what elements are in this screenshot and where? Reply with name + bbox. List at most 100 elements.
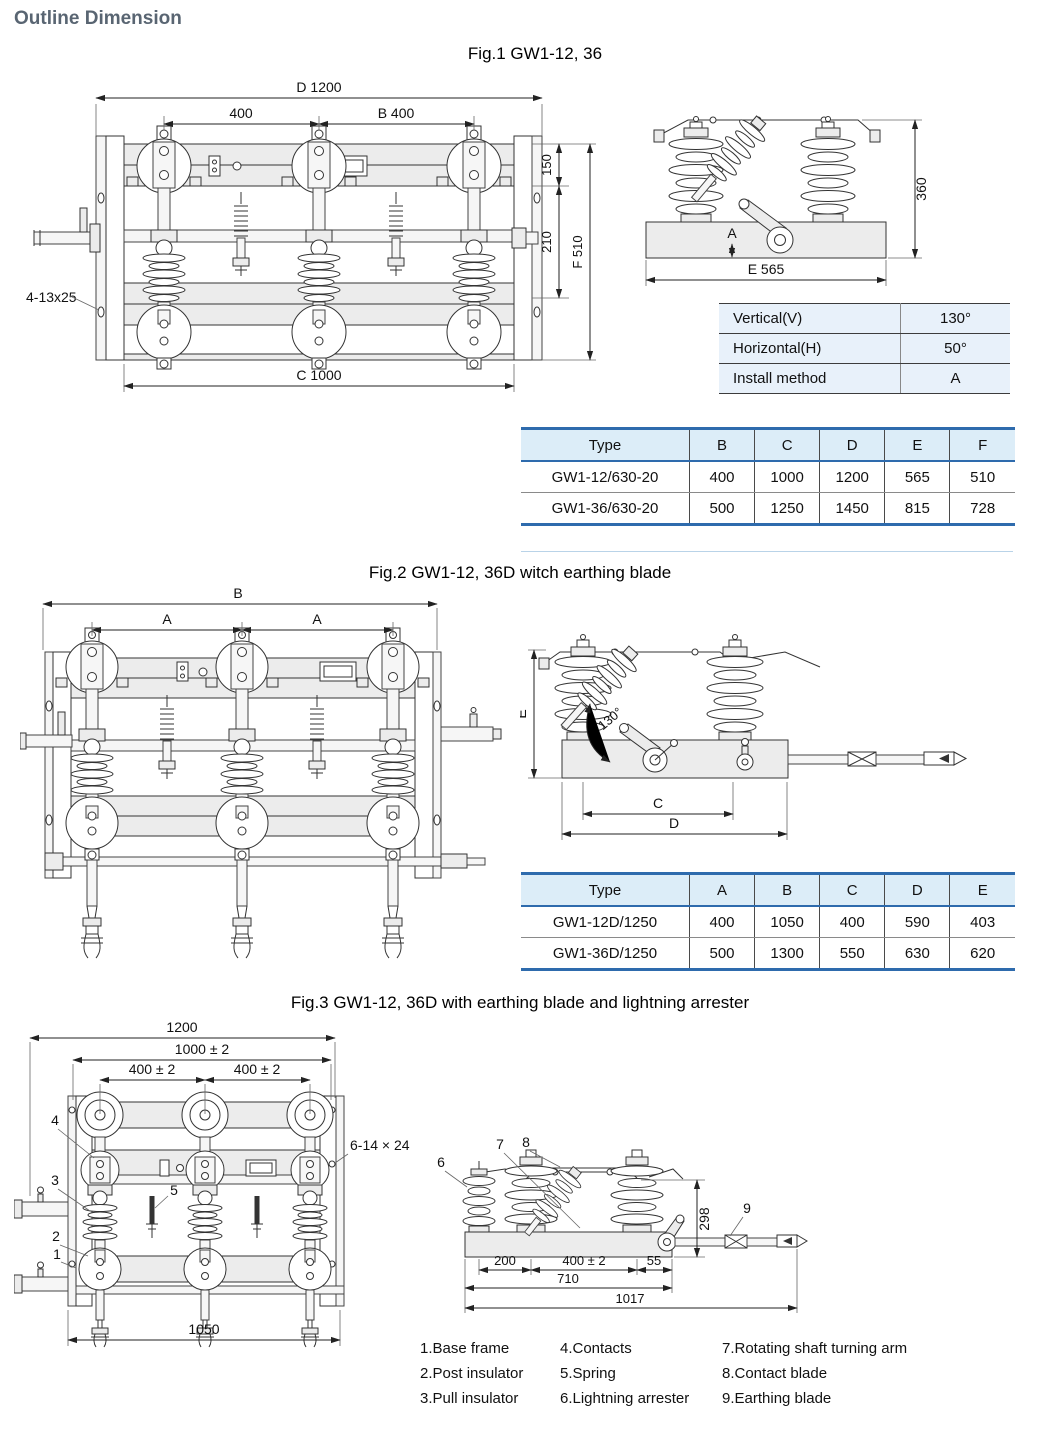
fig1-spec-table: Type B C D E F GW1-12/630-20 400 1000 12… xyxy=(521,427,1015,526)
cell: 565 xyxy=(884,461,950,493)
fig1-front-view-drawing: D 1200 400 B 400 150 210 F 510 C 1000 4-… xyxy=(24,80,614,410)
fig1-bolt-label: 4-13x25 xyxy=(26,289,77,305)
cell: 590 xyxy=(884,906,950,938)
fig2-earthing-blade-arm xyxy=(787,751,968,767)
fig3-label-8: 8 xyxy=(522,1134,530,1150)
install-method-table: Vertical(V) 130° Horizontal(H) 50° Insta… xyxy=(719,303,1010,394)
cell: 400 xyxy=(688,906,755,938)
legend-item: 7.Rotating shaft turning arm xyxy=(722,1340,908,1357)
fig2-dim-c: C xyxy=(653,795,663,811)
fig3-side-dimensions: 6 7 8 9 298 200 400 ± 2 55 710 1017 xyxy=(437,1134,798,1313)
fig1-dim-e: E 565 xyxy=(748,261,785,277)
install-row-label: Horizontal(H) xyxy=(719,333,901,364)
fig1-right-bracket xyxy=(511,227,527,249)
install-row-value: 130° xyxy=(900,303,1010,334)
legend-column-3: 7.Rotating shaft turning arm 8.Contact b… xyxy=(722,1336,907,1411)
fig3-label-1: 1 xyxy=(53,1246,61,1262)
cell: 1000 xyxy=(754,461,820,493)
table-header-row: Type A B C D E xyxy=(521,872,1015,907)
fig3-dim-400b: 400 ± 2 xyxy=(234,1061,281,1077)
cell: 403 xyxy=(949,906,1015,938)
fig3-dim-55: 55 xyxy=(647,1253,661,1268)
fig2-dim-a2: A xyxy=(312,611,322,627)
fig3-lower-mechanism xyxy=(14,1261,69,1294)
fig1-dim-360: 360 xyxy=(913,177,929,201)
fig3-dim-1050: 1050 xyxy=(188,1321,219,1337)
fig3-dim-400a: 400 ± 2 xyxy=(129,1061,176,1077)
fig3-side-crank xyxy=(657,1214,685,1252)
fig3-bolt-label: 6-14 × 24 xyxy=(350,1137,410,1153)
fig2-side-svg: 130° E C D xyxy=(520,634,968,840)
legend-item: 2.Post insulator xyxy=(420,1365,524,1382)
fig2-operating-rod xyxy=(20,711,73,750)
fig1-dim-150: 150 xyxy=(539,154,554,176)
fig1-side-view-drawing: A E 565 360 xyxy=(628,100,938,300)
cell: 500 xyxy=(688,937,755,971)
table-row: Vertical(V) 130° xyxy=(719,303,1010,334)
fig3-dim-1200: 1200 xyxy=(166,1019,197,1035)
fig1-dim-d: D 1200 xyxy=(296,80,341,95)
fig2-right-handle xyxy=(440,707,502,742)
fig3-small-plate xyxy=(159,1159,184,1177)
fig2-front-view-drawing: B A A xyxy=(20,588,510,988)
cell: 500 xyxy=(688,492,755,526)
cell: 815 xyxy=(884,492,950,526)
cell: 1250 xyxy=(754,492,820,526)
fig3-front-svg: 1200 1000 ± 2 400 ± 2 400 ± 2 4 3 2 1 5 … xyxy=(14,1019,410,1348)
fig3-nameplate xyxy=(245,1159,277,1177)
page-title: Outline Dimension xyxy=(14,8,182,29)
column-header: B xyxy=(688,427,755,462)
fig3-side-svg: 6 7 8 9 298 200 400 ± 2 55 710 1017 xyxy=(437,1134,808,1313)
fig3-dim-200: 200 xyxy=(494,1253,516,1268)
fig2-dim-e: E xyxy=(520,709,529,718)
column-header: E xyxy=(884,427,950,462)
fig1-dim-b400: B 400 xyxy=(378,105,415,121)
fig1-side-svg: A E 565 360 xyxy=(645,109,929,286)
column-header: D xyxy=(884,872,950,907)
cell: 510 xyxy=(949,461,1015,493)
fig3-dimensions: 1200 1000 ± 2 400 ± 2 400 ± 2 4 3 2 1 5 … xyxy=(29,1019,410,1346)
cell: 400 xyxy=(819,906,885,938)
cell: 1050 xyxy=(754,906,820,938)
fig2-dim-b: B xyxy=(233,588,242,601)
fig1-front-svg: D 1200 400 B 400 150 210 F 510 C 1000 4-… xyxy=(26,80,596,392)
table-row: GW1-36D/1250 500 1300 550 630 620 xyxy=(521,937,1015,971)
column-header: B xyxy=(754,872,820,907)
legend-column-1: 1.Base frame 2.Post insulator 3.Pull ins… xyxy=(420,1336,523,1411)
fig1-right-pin xyxy=(525,231,539,245)
fig3-label-2: 2 xyxy=(52,1228,60,1244)
cell: 1450 xyxy=(819,492,885,526)
fig3-label-3: 3 xyxy=(51,1172,59,1188)
legend-item: 8.Contact blade xyxy=(722,1365,828,1382)
column-header: D xyxy=(819,427,885,462)
table-row: GW1-12/630-20 400 1000 1200 565 510 xyxy=(521,461,1015,493)
fig1-operating-rod xyxy=(33,207,101,253)
fig2-dimensions: B A A xyxy=(42,588,438,650)
fig3-label-7: 7 xyxy=(496,1136,504,1152)
fig3-dim-1017: 1017 xyxy=(616,1291,645,1306)
cell-type: GW1-12D/1250 xyxy=(521,906,690,938)
table-row: GW1-12D/1250 400 1050 400 590 403 xyxy=(521,906,1015,938)
fig3-label-4: 4 xyxy=(51,1112,59,1128)
column-header: Type xyxy=(521,872,690,907)
fig3-dim-298: 298 xyxy=(696,1207,712,1231)
table-row: GW1-36/630-20 500 1250 1450 815 728 xyxy=(521,492,1015,526)
fig3-front-view-drawing: 1200 1000 ± 2 400 ± 2 400 ± 2 4 3 2 1 5 … xyxy=(14,1018,434,1353)
tilted-arrester xyxy=(524,1165,582,1237)
fig1-dim-c: C 1000 xyxy=(296,367,341,383)
fig2-spec-table: Type A B C D E GW1-12D/1250 400 1050 400… xyxy=(521,872,1015,971)
fig2-side-view-drawing: 130° E C D xyxy=(520,612,1000,847)
fig3-label-9: 9 xyxy=(743,1200,751,1216)
install-row-value: 50° xyxy=(900,333,1010,364)
cell: 630 xyxy=(884,937,950,971)
column-header: A xyxy=(688,872,755,907)
fig3-label-5: 5 xyxy=(170,1182,178,1198)
legend-column-2: 4.Contacts 5.Spring 6.Lightning arrester xyxy=(560,1336,689,1411)
install-row-value: A xyxy=(900,363,1010,394)
fig1-side-crank xyxy=(738,198,794,254)
cell-type: GW1-36/630-20 xyxy=(521,492,690,526)
table-row: Horizontal(H) 50° xyxy=(719,333,1010,364)
fig3-side-view-drawing: 6 7 8 9 298 200 400 ± 2 55 710 1017 xyxy=(425,1125,945,1340)
fig2-dim-d: D xyxy=(669,815,679,831)
table-row: Install method A xyxy=(719,363,1010,394)
